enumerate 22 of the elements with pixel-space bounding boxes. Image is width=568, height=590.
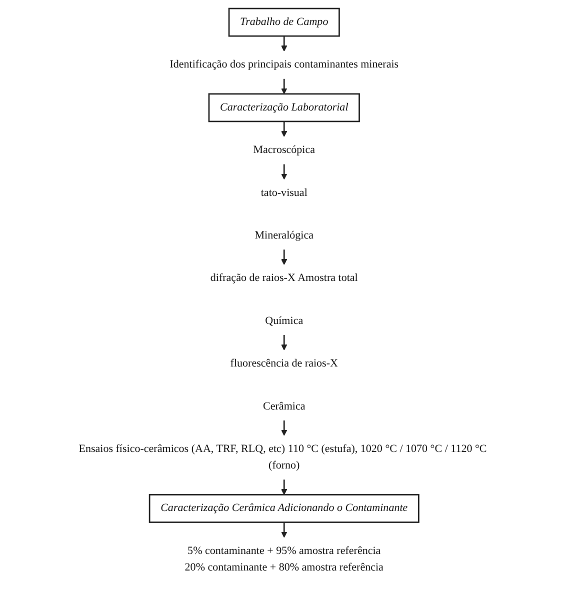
arrow xyxy=(280,250,288,265)
arrow xyxy=(280,480,288,495)
node-box: Trabalho de Campo xyxy=(228,8,340,37)
arrow xyxy=(280,334,288,350)
node-box: Caracterização Laboratorial xyxy=(208,93,360,122)
arrow xyxy=(280,522,288,538)
arrow xyxy=(280,36,288,52)
node-text: fluorescência de raios-X xyxy=(230,358,338,370)
node-text: Cerâmica xyxy=(262,400,306,412)
node-text: Identificação dos principais contaminantes minerais xyxy=(170,58,398,70)
node-text: Química xyxy=(265,314,303,327)
node-text: Ensaios físico-cerâmicos (AA, TRF, RLQ, etc) 110 °C (estufa), 1020 °C / 1070 °C / 1120 °C (forno) xyxy=(78,443,487,472)
arrow xyxy=(280,78,288,94)
node-box: Caracterização Cerâmica Adicionando o Contaminante xyxy=(148,494,420,523)
node-text: tato-visual xyxy=(260,186,308,199)
arrow xyxy=(280,164,288,180)
arrow xyxy=(280,420,288,436)
node-text: Mineralógica xyxy=(254,230,314,242)
node-text: 5% contaminante + 95% amostra referência 20% contaminante + 80% amostra referência xyxy=(184,544,384,574)
node-text: difração de raios-X Amostra total xyxy=(210,272,358,284)
arrow xyxy=(280,121,288,137)
node-text: Macroscópica xyxy=(253,144,315,156)
